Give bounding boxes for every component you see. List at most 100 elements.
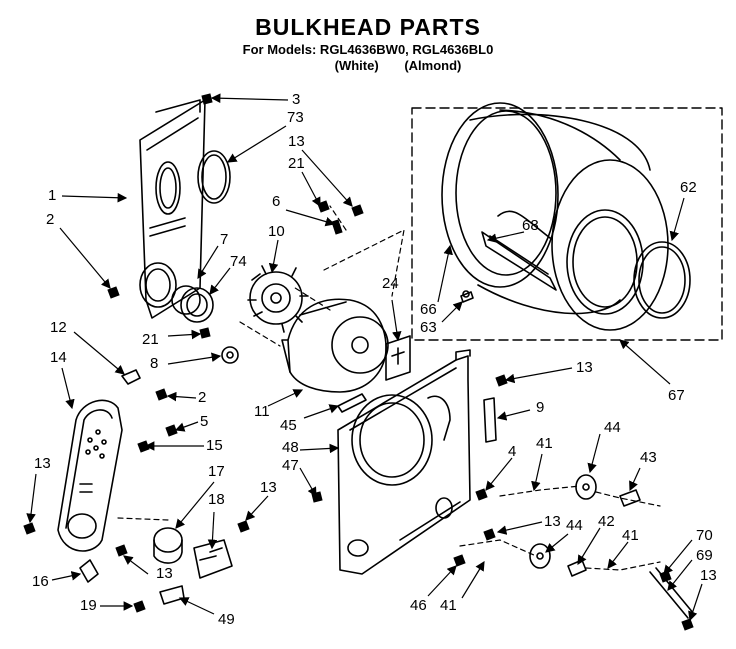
idler-arm-42	[567, 559, 587, 577]
callout-74: 74	[230, 253, 247, 270]
callout-13c: 13	[260, 479, 277, 496]
lint-screen-housing	[57, 399, 123, 552]
callout-16: 16	[32, 573, 49, 590]
screw-13g	[681, 618, 694, 631]
callout-8: 8	[150, 355, 159, 372]
callout-1: 1	[48, 187, 57, 204]
callout-3: 3	[292, 91, 301, 108]
callout-45: 45	[280, 417, 297, 434]
part-8	[221, 346, 239, 364]
callout-2b: 2	[198, 389, 207, 406]
screw-4	[475, 488, 488, 501]
diagram-title: BULKHEAD PARTS	[255, 14, 481, 40]
callout-13f: 13	[544, 513, 561, 530]
callout-42: 42	[598, 513, 615, 530]
bracket-16	[79, 559, 99, 583]
callout-69: 69	[696, 547, 713, 564]
thermal-fuse	[385, 335, 411, 381]
callout-18: 18	[208, 491, 225, 508]
callout-41c: 41	[440, 597, 457, 614]
gas-valve	[193, 539, 233, 579]
callout-17: 17	[208, 463, 225, 480]
idler-pulley-44b	[529, 543, 551, 569]
callout-44b: 44	[566, 517, 583, 534]
callout-13b: 13	[576, 359, 593, 376]
callout-5: 5	[200, 413, 209, 430]
igniter	[153, 527, 183, 564]
screw-19	[133, 600, 146, 613]
callout-24: 24	[382, 275, 399, 292]
callout-48: 48	[282, 439, 299, 456]
models-line: For Models: RGL4636BW0, RGL4636BL0	[242, 42, 494, 57]
screw-21a	[317, 200, 330, 213]
callout-11: 11	[254, 403, 270, 420]
callout-67: 67	[668, 387, 685, 404]
callout-70: 70	[696, 527, 713, 544]
drum-rear-seal	[633, 241, 691, 319]
callout-13e: 13	[156, 565, 173, 582]
callout-41a: 41	[536, 435, 553, 452]
screw-13a	[351, 204, 364, 217]
callout-9: 9	[536, 399, 545, 416]
seal-9	[483, 397, 497, 443]
screw-5	[165, 424, 178, 437]
drum-group-box	[411, 107, 723, 341]
callout-7: 7	[220, 231, 229, 248]
callout-14: 14	[50, 349, 67, 366]
callout-68: 68	[522, 217, 539, 234]
drum-baffle	[481, 210, 557, 291]
gasket-73	[197, 150, 231, 204]
callout-49: 49	[218, 611, 235, 628]
color-line: (White) (Almond)	[0, 58, 736, 73]
screw-63	[460, 290, 474, 303]
callout-13: 13	[288, 133, 305, 150]
callout-63: 63	[420, 319, 437, 336]
screw-13f	[483, 528, 496, 541]
screw-13e	[115, 544, 128, 557]
callout-44a: 44	[604, 419, 621, 436]
rear-bulkhead-panel	[139, 99, 206, 319]
callout-66: 66	[420, 301, 437, 318]
bearing-housing	[139, 262, 214, 323]
callout-46: 46	[410, 597, 427, 614]
callout-41b: 41	[622, 527, 639, 544]
idler-pulley-44a	[575, 474, 597, 500]
callout-47: 47	[282, 457, 299, 474]
idler-rod	[649, 567, 695, 619]
screw-3	[201, 93, 213, 105]
callout-43: 43	[640, 449, 657, 466]
leader-lines	[26, 93, 703, 622]
screw-13b	[495, 374, 508, 387]
bulkhead-seal	[337, 393, 367, 413]
callout-19: 19	[80, 597, 97, 614]
screw-13d	[23, 522, 36, 535]
bracket-49	[159, 585, 185, 605]
screw-46	[453, 554, 466, 567]
screw-47	[311, 491, 323, 503]
blower-wheel	[247, 265, 309, 333]
drum	[441, 102, 669, 331]
callout-15: 15	[206, 437, 223, 454]
color-white: (White)	[334, 58, 379, 73]
callout-13d: 13	[34, 455, 51, 472]
callout-2: 2	[46, 211, 55, 228]
idler-arm-43	[619, 489, 641, 507]
callout-21b: 21	[142, 331, 159, 348]
callout-13g: 13	[700, 567, 717, 584]
screw-2a	[107, 286, 120, 299]
front-bulkhead	[337, 349, 471, 575]
callout-12: 12	[50, 319, 67, 336]
callout-6: 6	[272, 193, 281, 210]
callout-21: 21	[288, 155, 305, 172]
color-almond: (Almond)	[404, 58, 462, 73]
screw-21b	[199, 327, 211, 339]
screw-2b	[155, 388, 168, 401]
callout-10: 10	[268, 223, 285, 240]
callout-73: 73	[287, 109, 304, 126]
callout-4: 4	[508, 443, 517, 460]
callout-62: 62	[680, 179, 697, 196]
screw-13c	[237, 520, 250, 533]
part-12	[121, 369, 141, 385]
